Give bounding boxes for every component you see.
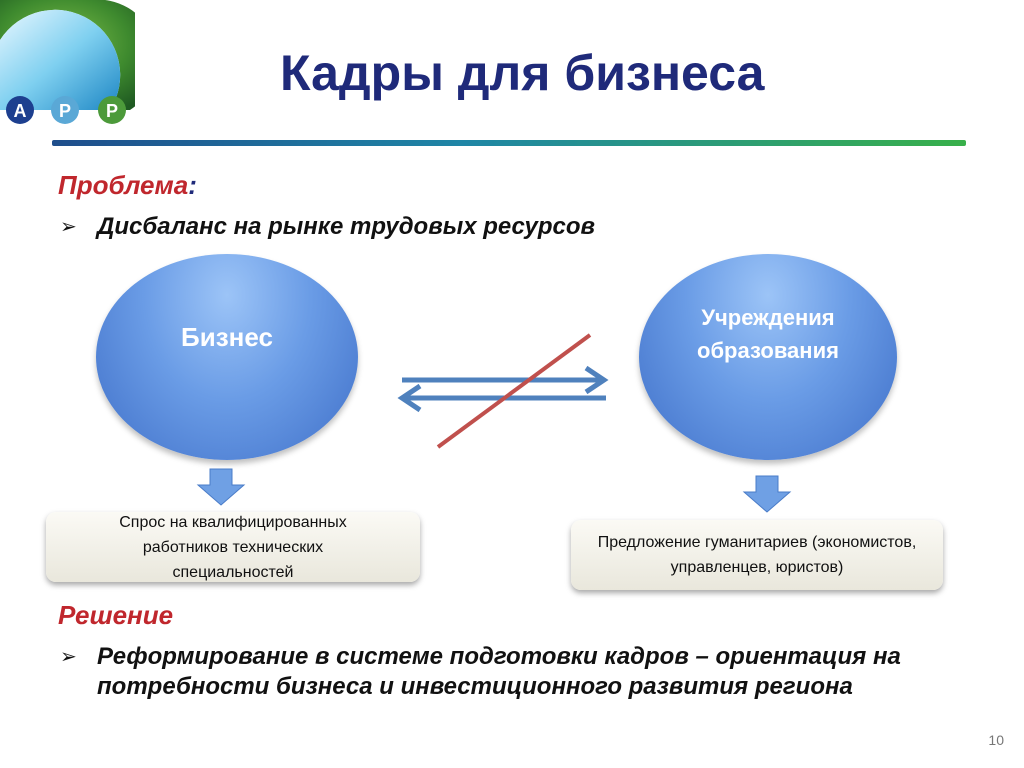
demand-box-text: Спрос на квалифицированных работников те… (119, 513, 347, 581)
solution-heading: Решение (58, 600, 174, 630)
company-logo: А Р Р (0, 0, 158, 135)
supply-box: Предложение гуманитариев (экономистов, у… (571, 520, 943, 590)
logo-letter-a: А (14, 101, 27, 121)
supply-box-text: Предложение гуманитариев (экономистов, у… (597, 534, 917, 576)
arrow-bullet-icon: ➢ (60, 646, 77, 668)
solution-bullet-text: Реформирование в системе подготовки кадр… (97, 643, 901, 700)
slide-title: Кадры для бизнеса (280, 45, 765, 101)
connector-arrows (397, 333, 609, 449)
problem-bullet-text: Дисбаланс на рынке трудовых ресурсов (97, 213, 596, 240)
down-arrow-left-icon (196, 468, 246, 506)
down-arrow-right-icon (742, 475, 792, 513)
business-node-label: Бизнес (181, 321, 273, 352)
problem-heading-label: Проблема (58, 170, 189, 200)
problem-heading-colon: : (188, 170, 197, 200)
solution-bullet: ➢ Реформирование в системе подготовки ка… (60, 642, 990, 706)
logo-letter-r1: Р (59, 101, 71, 121)
right-arrow-icon (402, 365, 609, 395)
title-underline (52, 140, 966, 146)
arrow-bullet-icon: ➢ (60, 216, 77, 238)
education-node: Учреждения образования (639, 254, 897, 460)
logo-letter-r2: Р (106, 101, 118, 121)
problem-heading: Проблема: (58, 170, 197, 201)
education-node-label: Учреждения образования (697, 305, 839, 363)
demand-box: Спрос на квалифицированных работников те… (46, 512, 420, 582)
strike-line (436, 333, 592, 449)
business-node: Бизнес (96, 254, 358, 460)
page-number: 10 (988, 732, 1004, 748)
